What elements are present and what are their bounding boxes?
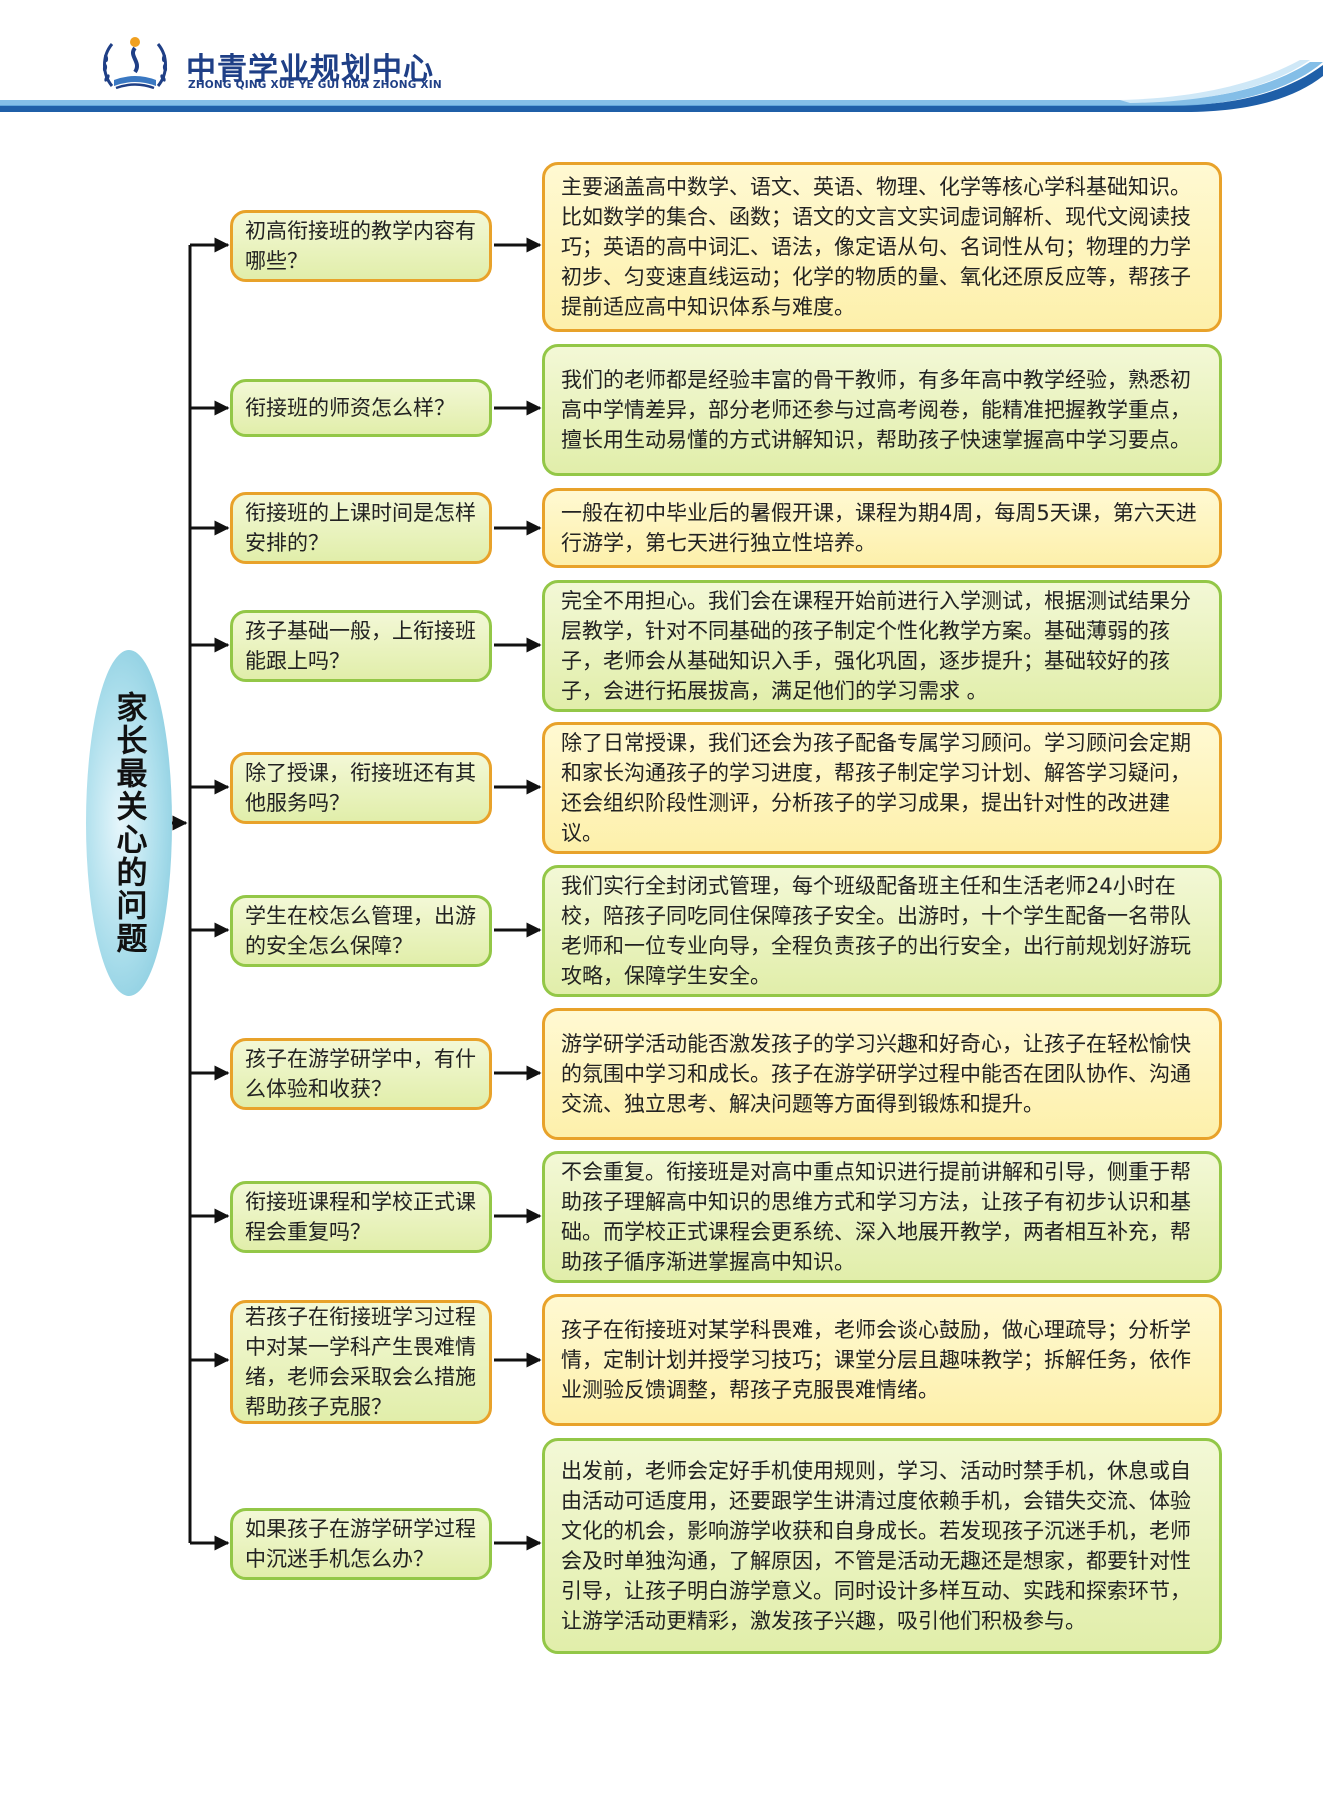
page-header: 中青学业规划中心 ZHONG QING XUE YE GUI HUA ZHONG… <box>0 0 1323 112</box>
answer-box: 不会重复。衔接班是对高中重点知识进行提前讲解和引导，侧重于帮助孩子理解高中知识的… <box>542 1151 1222 1283</box>
question-box: 如果孩子在游学研学过程中沉迷手机怎么办？ <box>230 1508 492 1580</box>
logo-title: 中青学业规划中心 <box>186 52 434 87</box>
question-box: 孩子在游学研学中，有什么体验和收获？ <box>230 1038 492 1110</box>
question-box: 衔接班的上课时间是怎样安排的？ <box>230 492 492 564</box>
answer-box: 一般在初中毕业后的暑假开课，课程为期4周，每周5天课，第六天进行游学，第七天进行… <box>542 488 1222 568</box>
answer-box: 主要涵盖高中数学、语文、英语、物理、化学等核心学科基础知识。比如数学的集合、函数… <box>542 162 1222 332</box>
question-text: 若孩子在衔接班学习过程中对某一学科产生畏难情绪，老师会采取会么措施帮助孩子克服？ <box>245 1305 476 1419</box>
answer-text: 一般在初中毕业后的暑假开课，课程为期4周，每周5天课，第六天进行游学，第七天进行… <box>561 501 1197 555</box>
answer-box: 游学研学活动能否激发孩子的学习兴趣和好奇心，让孩子在轻松愉快的氛围中学习和成长。… <box>542 1008 1222 1140</box>
root-label: 家长最关心的问题 <box>110 691 147 955</box>
logo-emblem-icon <box>102 37 168 90</box>
answer-text: 出发前，老师会定好手机使用规则，学习、活动时禁手机，休息或自由活动可适度用，还要… <box>561 1459 1191 1633</box>
answer-text: 除了日常授课，我们还会为孩子配备专属学习顾问。学习顾问会定期和家长沟通孩子的学习… <box>561 731 1191 845</box>
answer-box: 除了日常授课，我们还会为孩子配备专属学习顾问。学习顾问会定期和家长沟通孩子的学习… <box>542 722 1222 854</box>
answer-box: 完全不用担心。我们会在课程开始前进行入学测试，根据测试结果分层教学，针对不同基础… <box>542 580 1222 712</box>
question-text: 孩子在游学研学中，有什么体验和收获？ <box>245 1047 476 1101</box>
answer-text: 我们实行全封闭式管理，每个班级配备班主任和生活老师24小时在校，陪孩子同吃同住保… <box>561 874 1191 988</box>
question-text: 如果孩子在游学研学过程中沉迷手机怎么办？ <box>245 1517 476 1571</box>
answer-text: 主要涵盖高中数学、语文、英语、物理、化学等核心学科基础知识。比如数学的集合、函数… <box>561 175 1191 319</box>
answer-text: 完全不用担心。我们会在课程开始前进行入学测试，根据测试结果分层教学，针对不同基础… <box>561 589 1191 703</box>
question-box: 孩子基础一般，上衔接班能跟上吗？ <box>230 610 492 682</box>
question-text: 衔接班的上课时间是怎样安排的？ <box>245 501 476 555</box>
question-text: 衔接班课程和学校正式课程会重复吗？ <box>245 1190 476 1244</box>
question-box: 衔接班的师资怎么样？ <box>230 379 492 437</box>
header-swoosh-decoration <box>0 60 1323 112</box>
question-text: 孩子基础一般，上衔接班能跟上吗？ <box>245 619 476 673</box>
answer-text: 不会重复。衔接班是对高中重点知识进行提前讲解和引导，侧重于帮助孩子理解高中知识的… <box>561 1160 1191 1274</box>
answer-text: 孩子在衔接班对某学科畏难，老师会谈心鼓励，做心理疏导；分析学情，定制计划并授学习… <box>561 1318 1191 1402</box>
question-text: 除了授课，衔接班还有其他服务吗？ <box>245 761 476 815</box>
answer-box: 孩子在衔接班对某学科畏难，老师会谈心鼓励，做心理疏导；分析学情，定制计划并授学习… <box>542 1294 1222 1426</box>
question-box: 除了授课，衔接班还有其他服务吗？ <box>230 752 492 824</box>
answer-box: 出发前，老师会定好手机使用规则，学习、活动时禁手机，休息或自由活动可适度用，还要… <box>542 1438 1222 1654</box>
root-node: 家长最关心的问题 <box>86 650 172 996</box>
question-text: 初高衔接班的教学内容有哪些？ <box>245 219 476 273</box>
question-box: 学生在校怎么管理，出游的安全怎么保障？ <box>230 895 492 967</box>
answer-box: 我们实行全封闭式管理，每个班级配备班主任和生活老师24小时在校，陪孩子同吃同住保… <box>542 865 1222 997</box>
question-box: 初高衔接班的教学内容有哪些？ <box>230 210 492 282</box>
question-text: 衔接班的师资怎么样？ <box>245 396 455 420</box>
answer-text: 游学研学活动能否激发孩子的学习兴趣和好奇心，让孩子在轻松愉快的氛围中学习和成长。… <box>561 1032 1191 1116</box>
answer-box: 我们的老师都是经验丰富的骨干教师，有多年高中教学经验，熟悉初高中学情差异，部分老… <box>542 344 1222 476</box>
answer-text: 我们的老师都是经验丰富的骨干教师，有多年高中教学经验，熟悉初高中学情差异，部分老… <box>561 368 1191 452</box>
logo-subtitle: ZHONG QING XUE YE GUI HUA ZHONG XIN <box>188 79 442 91</box>
question-box: 若孩子在衔接班学习过程中对某一学科产生畏难情绪，老师会采取会么措施帮助孩子克服？ <box>230 1300 492 1424</box>
question-text: 学生在校怎么管理，出游的安全怎么保障？ <box>245 904 476 958</box>
question-box: 衔接班课程和学校正式课程会重复吗？ <box>230 1181 492 1253</box>
